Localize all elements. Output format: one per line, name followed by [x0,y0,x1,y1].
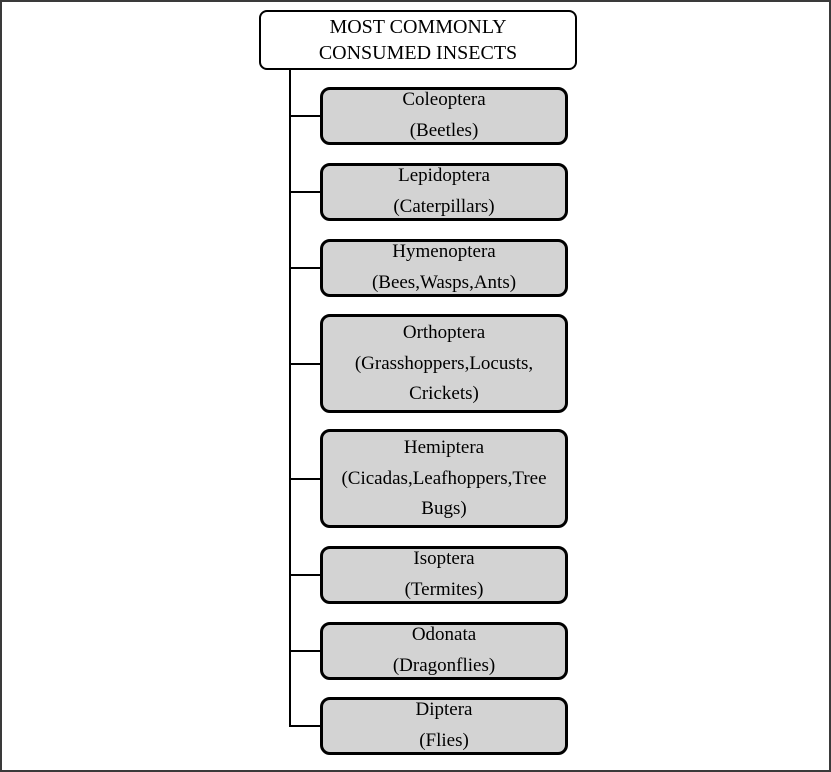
branch-connector [289,477,321,480]
order-name-label: Lepidoptera [398,165,490,186]
order-node: Hymenoptera (Bees,Wasps,Ants) [320,239,568,297]
order-common-names-label: (Bees,Wasps,Ants) [371,272,517,293]
order-name-label: Diptera [415,699,473,720]
order-node: Diptera (Flies) [320,697,568,755]
root-node-label: MOST COMMONLY CONSUMED INSECTS [318,16,518,64]
branch-connector [289,267,321,269]
branch-connector [289,115,321,117]
order-node: Lepidoptera (Caterpillars) [320,163,568,221]
order-common-names-label: (Termites) [404,579,484,600]
order-node: Hemiptera (Cicadas,Leafhoppers,Tree Bugs… [320,429,568,528]
branch-connector [289,725,321,727]
order-node: Odonata (Dragonflies) [320,622,568,680]
order-name-label: Orthoptera [402,321,486,343]
branch-connector [289,191,321,193]
order-name-label: Isoptera [413,548,475,569]
order-common-names-label: (Grasshoppers,Locusts, Crickets) [354,352,534,404]
branch-connector [289,574,321,576]
order-node: Orthoptera (Grasshoppers,Locusts, Cricke… [320,314,568,413]
order-common-names-label: (Dragonflies) [392,655,496,676]
order-name-label: Odonata [411,624,477,645]
order-common-names-label: (Flies) [419,730,469,751]
order-name-label: Hemiptera [403,436,485,458]
branch-connector [289,362,321,365]
tree-trunk-connector [289,70,291,727]
branch-connector [289,650,321,652]
order-node: Isoptera (Termites) [320,546,568,604]
order-common-names-label: (Caterpillars) [393,196,495,217]
order-common-names-label: (Cicadas,Leafhoppers,Tree Bugs) [341,467,547,519]
order-node: Coleoptera (Beetles) [320,87,568,145]
order-name-label: Hymenoptera [392,241,496,262]
root-node: MOST COMMONLY CONSUMED INSECTS [259,10,577,70]
order-name-label: Coleoptera [402,89,486,110]
order-common-names-label: (Beetles) [409,120,479,141]
